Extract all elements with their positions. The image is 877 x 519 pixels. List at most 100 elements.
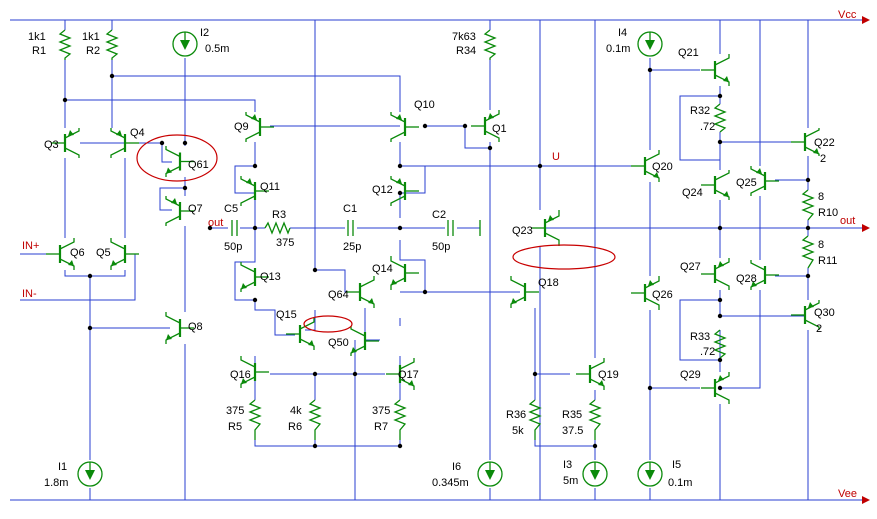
transistor-q18: Q18 [510, 276, 559, 308]
resistor-r10: 8 R10 [801, 189, 838, 221]
transistor-q12: Q12 [372, 176, 419, 206]
svg-text:R2: R2 [86, 45, 100, 57]
vcc-arrow [862, 16, 870, 24]
transistor-label-q5: Q5 [96, 247, 111, 259]
transistor-label-q7: Q7 [188, 203, 203, 215]
transistor-q10: Q10 [390, 99, 435, 142]
transistor-q50: Q50 [328, 326, 379, 356]
current-source-i4: I4 0.1m [606, 27, 663, 57]
resistor-r34: 7k63 R34 [452, 29, 497, 60]
transistor-q5: Q5 [96, 238, 139, 270]
svg-text:R10: R10 [818, 207, 838, 219]
transistor-label-q14: Q14 [372, 263, 393, 275]
resistor-r35: R35 37.5 [562, 399, 602, 440]
transistor-q21: Q21 [678, 47, 730, 86]
svg-text:I6: I6 [452, 461, 461, 473]
svg-text:4k: 4k [290, 405, 302, 417]
resistor-r6: 4k R6 [288, 399, 322, 440]
transistor-label-q11: Q11 [260, 181, 280, 193]
transistor-label-q26: Q26 [652, 289, 673, 301]
svg-text:U: U [552, 151, 560, 163]
transistor-label-q64: Q64 [328, 289, 349, 301]
svg-text:7k63: 7k63 [452, 31, 476, 43]
transistor-label-q13: Q13 [260, 271, 281, 283]
svg-text:out: out [208, 217, 223, 229]
svg-text:R3: R3 [272, 209, 286, 221]
svg-text:375: 375 [226, 405, 244, 417]
resistor-r7: 375 R7 [372, 399, 407, 440]
port-out-right: out [840, 215, 870, 232]
transistor-label-q20: Q20 [652, 161, 673, 173]
transistor-q9: Q9 [234, 112, 274, 142]
resistor-r11: 8 R11 [801, 235, 837, 269]
vee-arrow [862, 496, 870, 504]
svg-text:R33: R33 [690, 331, 710, 343]
highlight-q61 [136, 134, 218, 182]
transistor-label-q50: Q50 [328, 337, 349, 349]
svg-text:R5: R5 [228, 421, 242, 433]
transistor-label-q19: Q19 [598, 369, 619, 381]
svg-text:1k1: 1k1 [28, 31, 46, 43]
transistor-label-q27: Q27 [680, 261, 701, 273]
transistor-mult-q30: 2 [816, 323, 822, 335]
svg-text:5k: 5k [512, 425, 524, 437]
resistor-r5: 375 R5 [226, 399, 262, 440]
transistor-label-q10: Q10 [414, 99, 435, 111]
svg-text:R32: R32 [690, 105, 710, 117]
transistor-q28: Q28 [736, 260, 779, 290]
transistor-label-q6: Q6 [70, 247, 85, 259]
svg-text:1.8m: 1.8m [44, 477, 68, 489]
svg-text:1k1: 1k1 [82, 31, 100, 43]
transistor-label-q16: Q16 [230, 369, 251, 381]
svg-text:IN+: IN+ [22, 240, 39, 252]
svg-text:0.1m: 0.1m [668, 477, 692, 489]
svg-text:375: 375 [276, 237, 294, 249]
svg-text:out: out [840, 215, 855, 227]
transistor-q23: Q23 [512, 210, 560, 246]
svg-text:R1: R1 [32, 45, 46, 57]
transistor-label-q23: Q23 [512, 225, 533, 237]
transistor-q11: Q11 [240, 176, 280, 206]
transistor-q1: Q1 [471, 110, 507, 142]
svg-text:375: 375 [372, 405, 390, 417]
port-in-minus: IN- [22, 288, 37, 300]
resistor-r36: R36 5k [506, 399, 542, 440]
transistor-q24: Q24 [682, 170, 730, 200]
svg-text:.72: .72 [700, 121, 715, 133]
svg-text:37.5: 37.5 [562, 425, 583, 437]
svg-text:I4: I4 [618, 27, 627, 39]
current-source-i5: I5 0.1m [637, 459, 692, 489]
current-source-i6: I6 0.345m [432, 461, 503, 489]
transistor-q7: Q7 [165, 196, 203, 226]
transistor-q64: Q64 [328, 276, 375, 308]
transistor-label-q12: Q12 [372, 184, 393, 196]
svg-text:.72: .72 [700, 346, 715, 358]
capacitor-c2: C2 50p [432, 209, 481, 253]
svg-text:R36: R36 [506, 409, 526, 421]
svg-text:C1: C1 [343, 203, 357, 215]
transistor-q25: Q25 [736, 166, 779, 196]
transistor-label-q24: Q24 [682, 187, 703, 199]
transistor-q16: Q16 [230, 356, 269, 388]
resistor-r32: R32 .72 [690, 103, 727, 133]
transistor-label-q15: Q15 [276, 309, 297, 321]
resistor-r33: R33 .72 [690, 329, 727, 359]
current-source-i1: I1 1.8m [44, 461, 103, 489]
resistor-r3: R3 375 [264, 209, 294, 249]
svg-text:C5: C5 [224, 203, 238, 215]
resistor-r1: 1k1 R1 [28, 29, 72, 60]
transistor-label-q3: Q3 [44, 139, 59, 151]
transistor-label-q28: Q28 [736, 273, 757, 285]
node-u: U [552, 151, 560, 163]
resistor-r2: 1k1 R2 [82, 29, 119, 60]
transistor-q6: Q6 [46, 238, 85, 270]
vee-label: Vee [838, 488, 857, 500]
svg-text:0.345m: 0.345m [432, 477, 469, 489]
transistor-q15: Q15 [276, 309, 315, 350]
svg-text:8: 8 [818, 191, 824, 203]
svg-text:C2: C2 [432, 209, 446, 221]
